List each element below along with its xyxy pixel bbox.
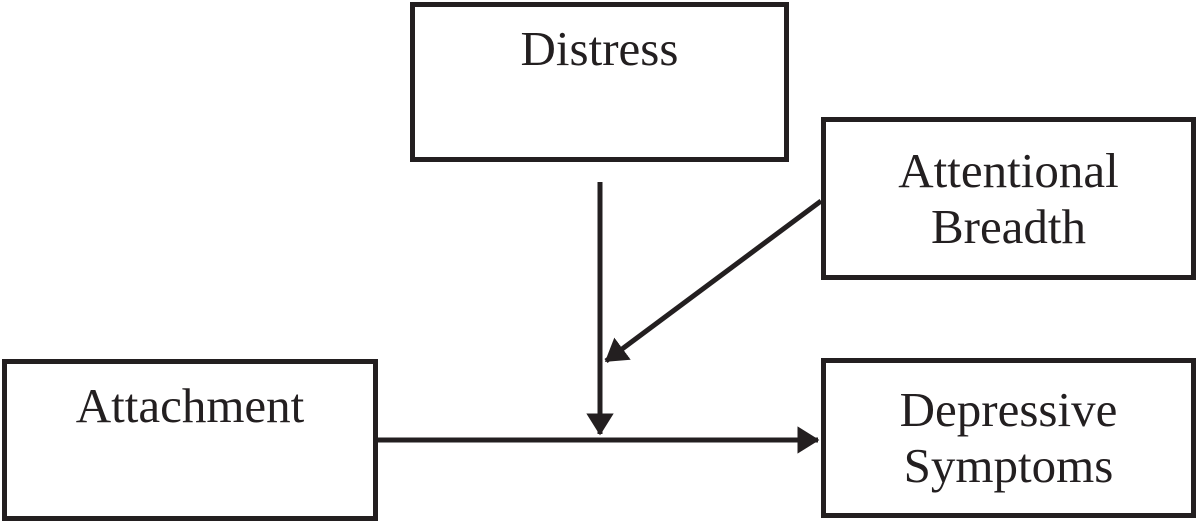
node-depressive-symptoms: Depressive Symptoms <box>821 358 1196 518</box>
node-distress: Distress <box>410 2 789 162</box>
node-distress-label: Distress <box>520 21 679 76</box>
node-attentional-breadth-label: Attentional Breadth <box>898 142 1119 254</box>
node-attentional-breadth: Attentional Breadth <box>821 117 1196 280</box>
node-depressive-symptoms-label: Depressive Symptoms <box>899 382 1118 493</box>
arrow-attentional-breadth-to-distress-path <box>604 198 823 364</box>
node-attachment-label: Attachment <box>75 378 305 433</box>
node-attachment: Attachment <box>2 359 378 521</box>
